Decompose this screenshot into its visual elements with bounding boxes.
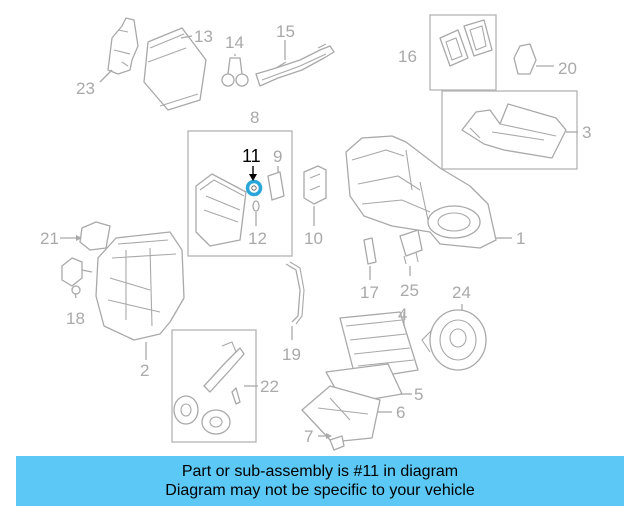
part-9-expansion-valve — [267, 171, 285, 201]
callout-2: 2 — [140, 361, 149, 380]
callout-13: 13 — [194, 27, 213, 46]
callout-21: 21 — [40, 229, 59, 248]
part-19-drain-hose — [285, 263, 301, 323]
part-11-o-ring-highlighted — [245, 179, 263, 197]
group-box-16 — [429, 14, 497, 91]
callout-18: 18 — [66, 309, 85, 328]
callout-8: 8 — [250, 108, 259, 127]
info-banner: Part or sub-assembly is #11 in diagram D… — [16, 456, 624, 506]
banner-line-1: Part or sub-assembly is #11 in diagram — [181, 463, 459, 480]
part-2-blend-housing — [95, 231, 185, 341]
callout-5: 5 — [414, 385, 423, 404]
callout-14: 14 — [225, 33, 244, 52]
callout-7: 7 — [304, 427, 313, 446]
part-14-clip-b — [235, 73, 249, 87]
callout-16: 16 — [398, 47, 417, 66]
part-12-o-ring — [252, 200, 260, 212]
callout-1: 1 — [516, 229, 525, 248]
callout-11: 11 — [242, 146, 261, 166]
part-15-pipes — [255, 45, 335, 87]
part-14-clip-a — [221, 73, 235, 87]
group-box-8 — [187, 130, 293, 257]
part-22-gear-a — [173, 395, 199, 425]
callout-24: 24 — [452, 283, 471, 302]
callout-9: 9 — [273, 147, 282, 166]
parts-diagram: 1 2 3 4 5 6 7 8 9 10 11 12 13 14 15 16 1… — [40, 14, 591, 451]
banner-line-2: Diagram may not be specific to your vehi… — [165, 482, 475, 499]
callout-20: 20 — [558, 59, 577, 78]
part-24-blower-motor — [429, 309, 487, 371]
callout-12: 12 — [248, 229, 267, 248]
callout-6: 6 — [396, 403, 405, 422]
callout-22: 22 — [260, 377, 279, 396]
part-7-screw — [329, 435, 345, 451]
callout-10: 10 — [304, 229, 323, 248]
part-25-relay — [399, 229, 423, 257]
part-16-seal-a — [439, 29, 469, 67]
part-22-lever — [203, 347, 245, 393]
part-10-sensor — [303, 165, 327, 205]
part-13-cabin-filter — [143, 27, 207, 111]
part-4-air-filter — [339, 311, 419, 381]
part-16-seal-b — [463, 19, 493, 57]
callout-15: 15 — [276, 22, 295, 41]
callout-25: 25 — [400, 281, 419, 300]
callout-17: 17 — [360, 283, 379, 302]
callout-3: 3 — [582, 123, 591, 142]
part-21-resistor — [79, 221, 111, 251]
part-20-bracket — [513, 43, 537, 75]
part-22-gear-b — [201, 409, 231, 435]
callout-23: 23 — [76, 79, 95, 98]
group-box-3 — [441, 90, 578, 170]
callout-19: 19 — [282, 345, 301, 364]
part-17-bolt — [363, 237, 377, 265]
part-8-evaporator — [195, 173, 247, 247]
part-18-actuator — [61, 257, 83, 287]
callout-4: 4 — [398, 305, 407, 324]
part-3-duct — [461, 103, 567, 159]
part-23-bracket — [107, 17, 139, 75]
